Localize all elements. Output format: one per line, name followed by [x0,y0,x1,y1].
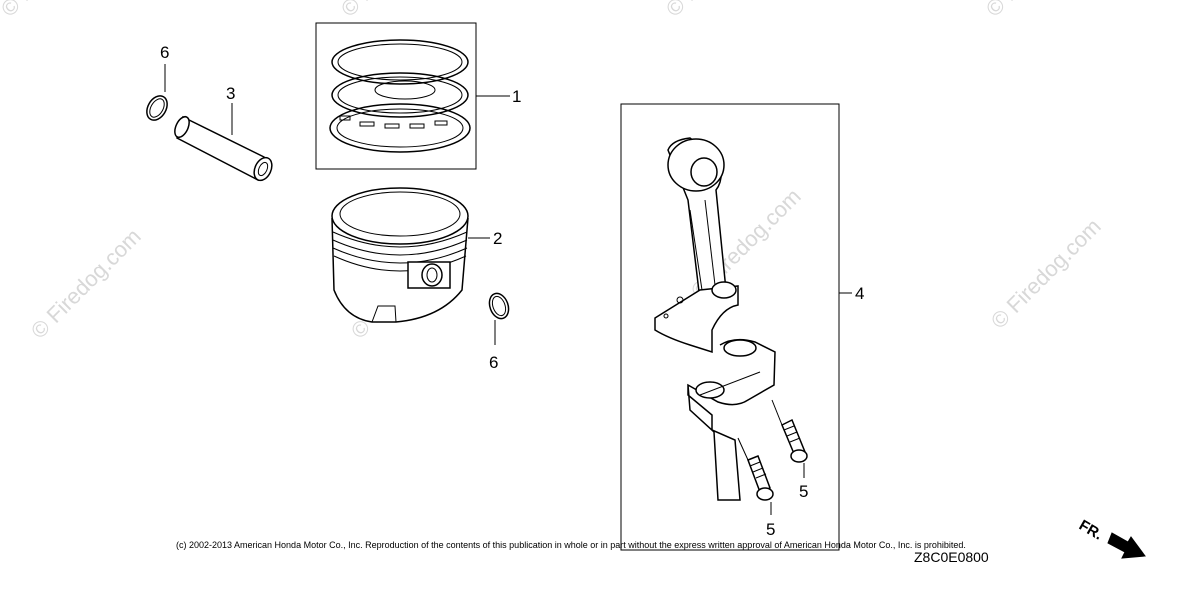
piston-ring-set: 1 [315,22,521,170]
bolt-right: 5 [771,399,808,501]
front-label: FR. [1076,517,1105,544]
diagram-code: Z8C0E0800 [914,549,989,565]
callout-1: 1 [512,87,521,106]
callout-5-right: 5 [799,482,808,501]
front-arrow-icon [1107,532,1146,559]
callout-3: 3 [226,84,235,103]
watermark: © Firedog.com [26,224,146,344]
copyright-notice: (c) 2002-2013 American Honda Motor Co., … [176,540,966,550]
connecting-rod-assembly: 5 5 4 [620,103,864,551]
piston: 2 [331,187,502,323]
piston-pin-clip-bottom: 6 [488,292,510,372]
piston-pin: 3 [174,84,273,182]
watermark: © Firedog.com [661,0,781,22]
watermark: © Firedog.com [981,0,1101,22]
callout-2: 2 [493,229,502,248]
connecting-rod-box [620,103,840,551]
watermark: © Firedog.com [986,214,1106,334]
piston-pin-clip-top: 6 [146,43,169,121]
front-direction-indicator: FR. [1076,517,1146,559]
callout-6-top: 6 [160,43,169,62]
callout-4: 4 [855,284,864,303]
bolt-left: 5 [737,437,775,539]
watermark: © Firedog.com [0,0,116,22]
callout-5-left: 5 [766,520,775,539]
callout-6-bottom: 6 [489,353,498,372]
watermark: © Firedog.com [336,0,456,22]
